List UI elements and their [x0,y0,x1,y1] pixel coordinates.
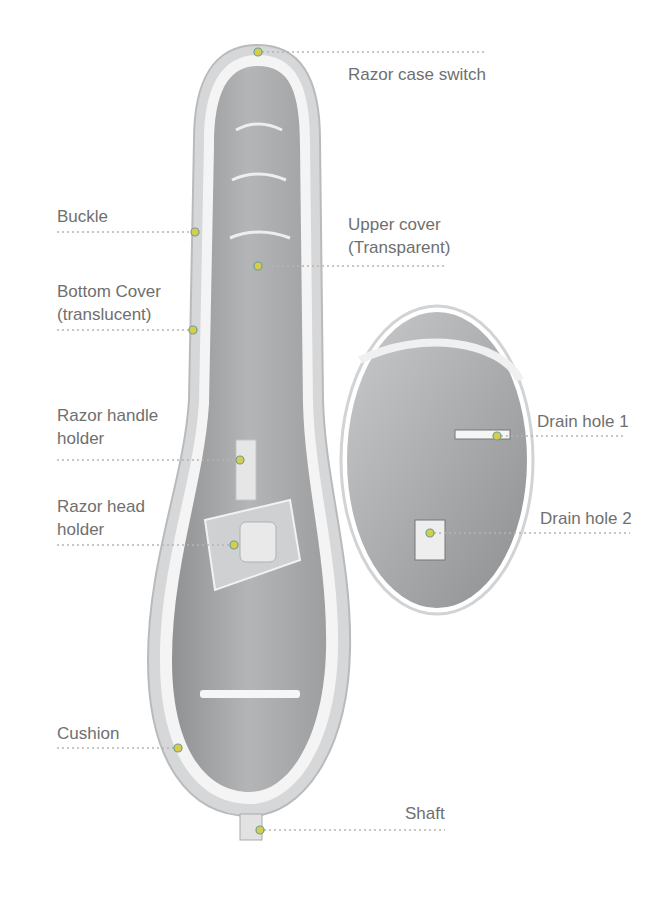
inset-ring [341,306,533,614]
leader-line [264,829,445,831]
part-label: Shaft [405,802,505,825]
leader-line [57,544,230,546]
rib [230,232,290,238]
leader-dots [174,48,501,834]
inset-view [347,312,527,608]
leader-dot [189,326,197,334]
case-cavity [172,66,326,792]
leader-line [57,329,189,331]
part-label: Drain hole 2 [540,507,650,530]
leader-line [57,747,174,749]
leader-dot [254,262,262,270]
part-label: Razor case switch [348,63,548,86]
inset-wall [360,343,520,380]
leader-line [262,51,485,53]
rib [236,124,282,130]
leader-dot [174,744,182,752]
leader-dot [256,826,264,834]
head-holder [205,500,300,590]
drain-hole [455,430,510,439]
part-label: Upper cover (Transparent) [348,213,466,259]
slot [200,690,300,698]
leader-dot [254,48,262,56]
leader-dot [493,432,501,440]
part-label: Razor head holder [57,495,169,541]
part-label: Drain hole 1 [537,410,647,433]
leaders [57,52,630,830]
case-rim [160,55,338,804]
leader-dot [230,541,238,549]
part-label: Buckle [57,205,177,228]
rib [232,174,286,180]
part-label: Cushion [57,722,177,745]
ribs [230,124,290,238]
leader-dot [191,228,199,236]
leader-line [57,459,236,461]
leader-line [434,532,630,534]
leader-line [57,231,191,233]
head-clip [240,522,276,562]
leader-dot [236,456,244,464]
part-label: Razor handle holder [57,404,169,450]
leader-line [501,435,625,437]
case-shell [148,45,350,816]
drain-hole [415,520,445,560]
handle-holder [236,440,256,500]
part-label: Bottom Cover (translucent) [57,280,179,326]
leader-dot [426,529,434,537]
leader-line [262,265,445,267]
